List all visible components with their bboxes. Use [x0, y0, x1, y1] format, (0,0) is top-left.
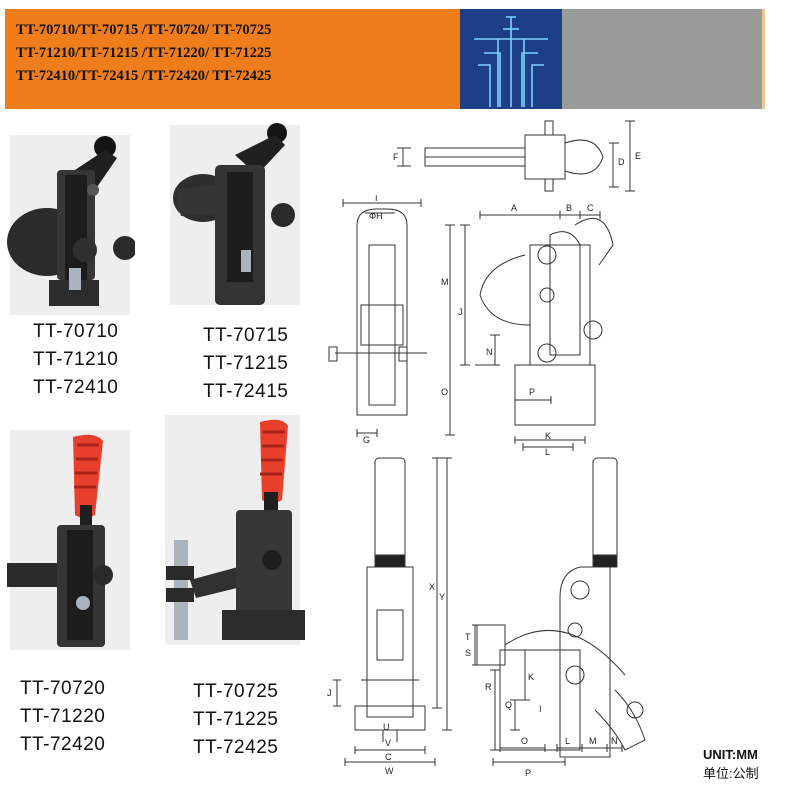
model-line-1: TT-70710/TT-70715 /TT-70720/ TT-70725 [16, 22, 272, 38]
model-line-3: TT-72410/TT-72415 /TT-72420/ TT-72425 [16, 68, 272, 84]
unit-label-cn: 单位:公制 [703, 766, 759, 781]
product-photo-2 [165, 120, 305, 310]
drawing-mid-views: I ΦH G A B C M J N O P K L [328, 195, 614, 455]
product-photo-3 [5, 425, 135, 655]
label-m: M [589, 736, 597, 746]
caption-group-1: TT-70710 TT-71210 TT-72410 [33, 318, 118, 402]
unit-label: UNIT:MM [703, 747, 758, 762]
label-j: J [458, 307, 463, 317]
label-q: Q [505, 700, 512, 710]
label-g: G [363, 435, 370, 445]
model-line-2: TT-71210/TT-71215 /TT-71220/ TT-71225 [16, 45, 272, 61]
caption-group-4: TT-70725 TT-71225 TT-72425 [193, 678, 278, 762]
model-name: TT-72425 [193, 737, 279, 758]
label-u: U [383, 722, 390, 732]
model-name: TT-71215 [203, 353, 289, 374]
drawing-bottom-views: X Y J U V C W T S R Q K I O L M N P [327, 457, 646, 778]
label-p: P [529, 387, 535, 397]
drawing-top-view: F D E [393, 120, 641, 192]
brand-logo [460, 9, 562, 109]
label-v: V [385, 738, 391, 748]
product-photo-4 [160, 410, 305, 650]
label-n: N [611, 736, 618, 746]
label-h: ΦH [369, 211, 383, 221]
label-t: T [465, 632, 471, 642]
label-f: F [393, 152, 399, 162]
label-m: M [441, 277, 449, 287]
caption-group-3: TT-70720 TT-71220 TT-72420 [20, 675, 105, 759]
label-l: L [565, 736, 570, 746]
label-p: P [525, 768, 531, 778]
label-o: O [521, 736, 528, 746]
model-name: TT-71220 [20, 706, 106, 727]
label-k: K [528, 672, 534, 682]
label-d: D [618, 157, 625, 167]
label-s: S [465, 648, 471, 658]
label-i: I [539, 704, 542, 714]
model-name: TT-70725 [193, 681, 279, 702]
header-accent-strip [762, 9, 765, 109]
label-w: W [385, 766, 394, 776]
header-banner [5, 9, 460, 109]
unit-note: UNIT:MM 单位:公制 [703, 745, 759, 783]
label-c: C [587, 203, 594, 213]
label-i: I [375, 195, 378, 203]
label-k: K [545, 431, 551, 441]
model-list-header: TT-70710/TT-70715 /TT-70720/ TT-70725 TT… [16, 19, 271, 88]
model-name: TT-70720 [20, 678, 106, 699]
label-y: Y [439, 592, 445, 602]
label-x: X [429, 582, 435, 592]
label-a: A [511, 203, 517, 213]
header-gray-panel [562, 9, 762, 109]
product-photo-1 [5, 130, 135, 320]
label-l: L [545, 447, 550, 455]
model-name: TT-72415 [203, 381, 289, 402]
model-name: TT-70710 [33, 321, 119, 342]
model-name: TT-70715 [203, 325, 289, 346]
model-name: TT-72420 [20, 734, 106, 755]
model-name: TT-72410 [33, 377, 119, 398]
label-o: O [441, 387, 448, 397]
label-b: B [566, 203, 572, 213]
model-name: TT-71210 [33, 349, 119, 370]
label-n: N [486, 347, 493, 357]
caption-group-2: TT-70715 TT-71215 TT-72415 [203, 322, 288, 406]
logo-mark-icon [474, 16, 548, 107]
label-j: J [327, 688, 332, 698]
label-c: C [385, 752, 392, 762]
label-r: R [485, 682, 492, 692]
label-e: E [635, 151, 641, 161]
model-name: TT-71225 [193, 709, 279, 730]
